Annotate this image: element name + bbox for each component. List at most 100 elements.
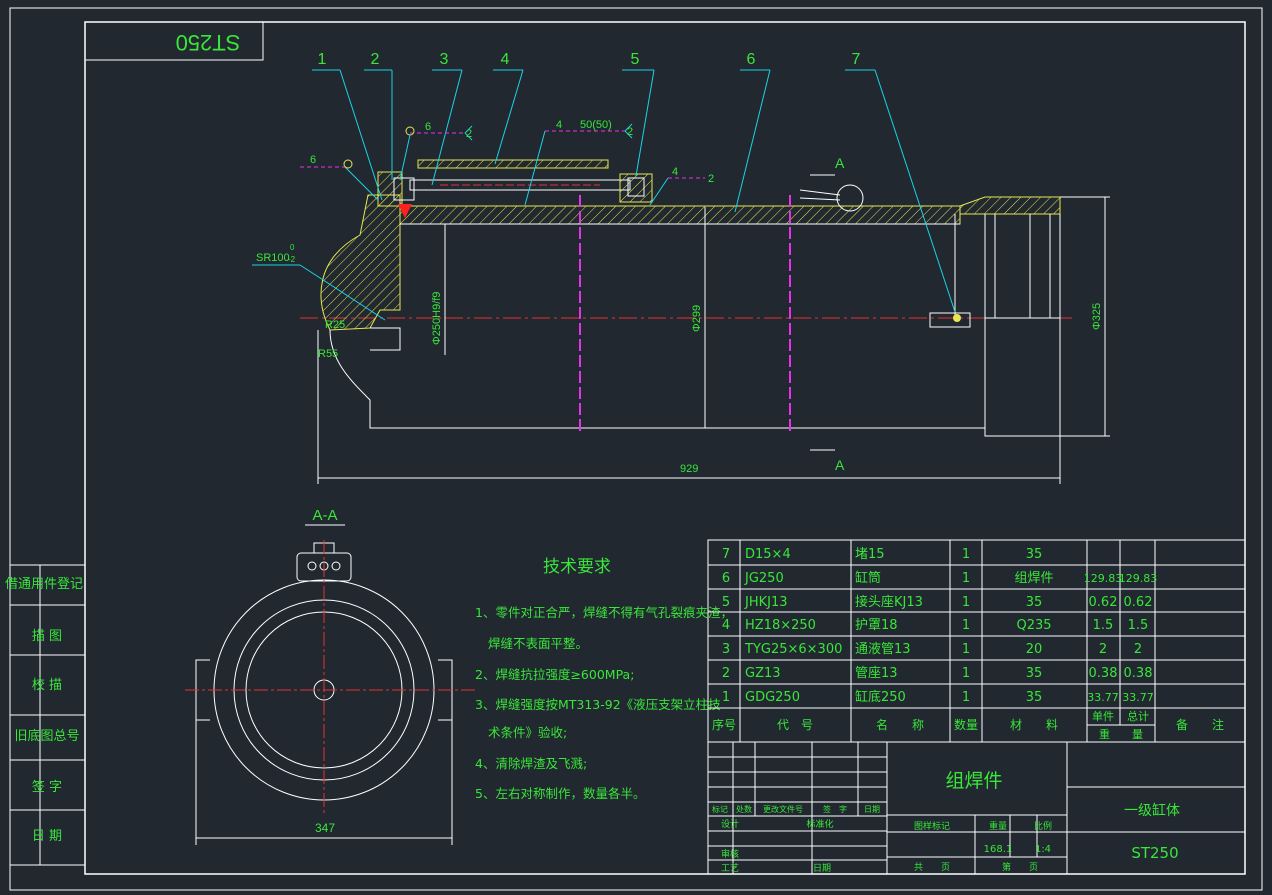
- balloon-1: 1: [318, 51, 327, 68]
- bom-rows: 7 D15×4 堵15 1 35 6 JG250 缸筒 1 组焊件 129.83…: [722, 547, 1157, 705]
- bom-r3-no: 4: [722, 618, 730, 633]
- pipe-seat: [377, 171, 403, 207]
- balloon-leaders: [312, 69, 956, 313]
- weld-4-size: 4: [672, 166, 678, 178]
- bom-r1-material: 组焊件: [1014, 570, 1053, 586]
- joint-block: [619, 173, 653, 203]
- bom-h-no: 序号: [712, 717, 736, 732]
- drawing-frame: [9, 7, 1263, 891]
- weld-2-count: 2: [466, 128, 472, 140]
- bom-r2-unit-wt: 0.62: [1089, 595, 1118, 610]
- balloon-numbers: 1 2 3 4 5 6 7: [318, 51, 861, 68]
- dimension-lines: [252, 196, 1110, 484]
- balloon-4: 4: [501, 51, 510, 68]
- tb-label-review: 审核: [721, 848, 739, 860]
- bom-h-code: 代 号: [777, 718, 813, 732]
- dimension-labels: 929 Φ250H9/f9 Φ299 Φ325 SR100 0 -2 R25 R…: [256, 243, 1103, 475]
- section-mark-bottom: A: [835, 457, 845, 473]
- tb-drawing-no: ST250: [1131, 844, 1178, 862]
- tb-weight: 168.1: [984, 844, 1013, 855]
- bom-r1-qty: 1: [962, 571, 970, 586]
- bom-r0-qty: 1: [962, 547, 970, 562]
- bom-r6-total-wt: 33.77: [1122, 691, 1154, 704]
- bom-r5-no: 2: [722, 666, 730, 681]
- section-mark-top: A: [835, 155, 845, 171]
- bom-r1-unit-wt: 129.83: [1084, 572, 1123, 585]
- bom-r4-qty: 1: [962, 642, 970, 657]
- bom-r6-code: GDG250: [745, 690, 800, 705]
- section-marks: A A: [810, 155, 845, 473]
- bom-h-material: 材 料: [1010, 718, 1058, 732]
- tb-label-design: 设计: [721, 818, 739, 830]
- tb-label-standard: 标准化: [806, 818, 833, 830]
- side-label-check: 校 描: [32, 677, 62, 693]
- dim-section-width: 347: [315, 821, 335, 835]
- balloon-5: 5: [631, 51, 640, 68]
- bom-r4-material: 20: [1026, 642, 1043, 657]
- tb-part-name: 一级缸体: [1124, 802, 1180, 819]
- bom-r3-qty: 1: [962, 618, 970, 633]
- bom-h-total: 总计: [1127, 709, 1149, 723]
- side-label-sign: 签 字: [32, 779, 62, 795]
- bom-r5-code: GZ13: [745, 666, 781, 681]
- weld-3-count: 2: [627, 126, 633, 138]
- balloon-7: 7: [852, 51, 861, 68]
- tube-wall-section: [399, 205, 961, 225]
- side-strip: [9, 564, 86, 866]
- tech-line-4: 3、焊缝强度按MT313-92《液压支架立柱技: [475, 697, 721, 712]
- bom-r5-material: 35: [1026, 666, 1043, 681]
- weld-3-length: 50(50): [580, 119, 612, 131]
- weld-2-size: 6: [425, 121, 431, 133]
- dim-bore: Φ250H9/f9: [431, 292, 443, 345]
- lifting-eye: [836, 184, 864, 212]
- dim-r25: R25: [325, 319, 345, 331]
- weld-1-size: 6: [310, 154, 316, 166]
- tech-line-7: 5、左右对称制作，数量各半。: [475, 786, 645, 801]
- side-label-old-no: 旧底图总号: [14, 728, 79, 744]
- bom-r5-total-wt: 0.38: [1124, 666, 1153, 681]
- mirrored-drawing-code: ST250: [176, 30, 241, 55]
- tb-label-weight: 重量: [989, 820, 1007, 832]
- bom-r1-no: 6: [722, 571, 730, 586]
- section-view-centerlines: [185, 540, 475, 815]
- bom-r2-name: 接头座KJ13: [855, 594, 923, 610]
- tb-type: 组焊件: [945, 770, 1002, 792]
- balloon-2: 2: [371, 51, 380, 68]
- bom-grid: [707, 539, 1246, 743]
- side-strip-labels: 借通用件登记 描 图 校 描 旧底图总号 签 字 日 期: [5, 577, 83, 844]
- dim-sphere-tol-lower: -2: [288, 255, 296, 264]
- bom-h-weight: 重 量: [1099, 727, 1143, 741]
- dim-flange: Φ325: [1091, 303, 1103, 330]
- bom-r1-code: JG250: [744, 571, 784, 586]
- tb-sheet: 第 页: [1002, 861, 1038, 873]
- side-label-date: 日 期: [32, 829, 62, 844]
- bom-r2-code: JHKJ13: [744, 595, 788, 610]
- bom-r6-name: 缸底250: [855, 689, 906, 705]
- title-block-grid: [707, 741, 1246, 875]
- tech-line-5: 术条件》验收;: [488, 725, 567, 740]
- bom-r2-no: 5: [722, 595, 730, 610]
- section-view-title: A-A: [312, 507, 337, 524]
- bom-r2-qty: 1: [962, 595, 970, 610]
- tb-label-date: 日期: [864, 805, 880, 814]
- weld-symbols: [300, 123, 705, 206]
- dim-sphere: SR100: [256, 252, 290, 264]
- guard-section: [417, 159, 609, 169]
- weld-3-size: 4: [556, 119, 562, 131]
- tech-requirements: 技术要求 1、零件对正合严，焊缝不得有气孔裂痕夹渣， 焊缝不表面平整。 2、焊缝…: [475, 557, 733, 801]
- tech-line-2: 焊缝不表面平整。: [488, 636, 588, 651]
- bom-header: 序号 代 号 名 称 数量 材 料 单件 总计 重 量 备 注: [712, 709, 1224, 741]
- bom-r4-unit-wt: 2: [1099, 642, 1107, 657]
- bom-h-unit: 单件: [1092, 710, 1114, 723]
- bom-r1-name: 缸筒: [855, 570, 881, 586]
- weld-4-count: 2: [708, 173, 714, 185]
- dim-outer-tube: Φ299: [691, 305, 703, 332]
- bom-r3-code: HZ18×250: [745, 618, 816, 633]
- bom-r2-material: 35: [1026, 595, 1043, 610]
- bom-r5-qty: 1: [962, 666, 970, 681]
- bom-r6-material: 35: [1026, 690, 1043, 705]
- bom-r4-name: 通液管13: [855, 642, 911, 657]
- cylinder-base-section: [320, 194, 401, 331]
- tb-label-mark: 标记: [712, 804, 728, 814]
